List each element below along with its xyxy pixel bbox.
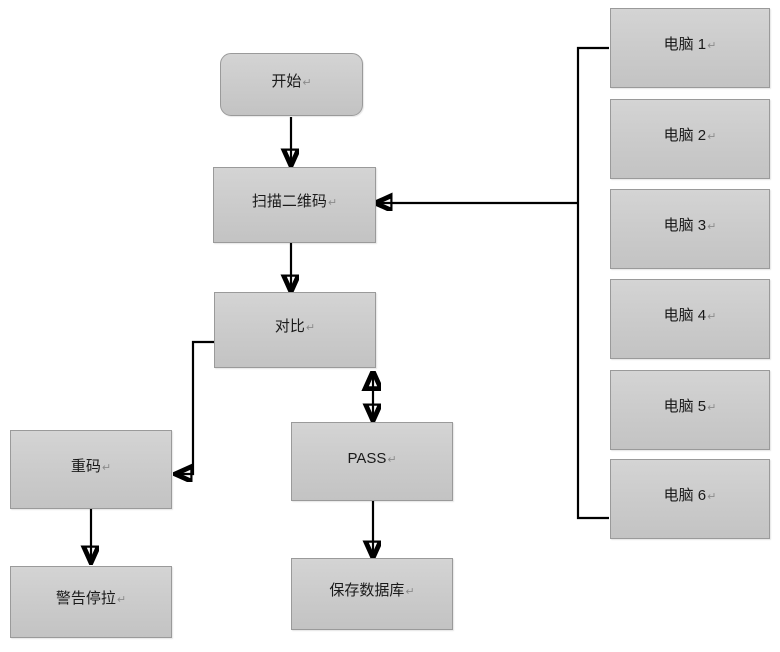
node-computer-5[interactable]: 电脑 5↵ [610,370,770,450]
pilcrow-mark: ↵ [327,197,338,209]
pilcrow-mark: ↵ [707,402,717,414]
pilcrow-mark: ↵ [707,491,717,503]
node-warn-stop-text: 警告停拉 [55,590,116,607]
node-computer-4[interactable]: 电脑 4↵ [610,279,770,359]
pilcrow-mark: ↵ [707,311,717,323]
node-pass[interactable]: PASS↵ [291,422,453,501]
node-pass-text: PASS [347,449,387,467]
node-computer-1-text: 电脑 1 [663,36,707,53]
pilcrow-mark: ↵ [116,594,127,606]
node-computer-2-text: 电脑 2 [663,127,707,144]
node-scan-qr-label: 扫描二维码↵ [252,193,337,211]
node-start[interactable]: 开始↵ [220,53,363,116]
node-computer-4-label: 电脑 4↵ [664,307,717,325]
node-save-database[interactable]: 保存数据库↵ [291,558,453,630]
node-computer-6-text: 电脑 6 [663,487,707,504]
node-save-database-text: 保存数据库 [329,582,405,599]
node-duplicate-code-text: 重码 [70,457,101,475]
node-start-text: 开始 [271,72,302,90]
pilcrow-mark: ↵ [707,221,717,233]
node-computer-5-text: 电脑 5 [663,398,707,415]
node-computer-3-text: 电脑 3 [663,217,707,234]
node-computer-1[interactable]: 电脑 1↵ [610,8,770,88]
node-computer-4-text: 电脑 4 [663,307,707,324]
node-duplicate-code-label: 重码↵ [71,458,111,476]
pilcrow-mark: ↵ [101,461,112,474]
node-computer-2-label: 电脑 2↵ [664,127,717,145]
node-computer-6-label: 电脑 6↵ [664,487,717,505]
node-warn-stop[interactable]: 警告停拉↵ [10,566,172,638]
pilcrow-mark: ↵ [405,586,415,598]
pilcrow-mark: ↵ [305,322,316,334]
node-computer-2[interactable]: 电脑 2↵ [610,99,770,179]
connector-compare-to-duplicate [176,340,214,474]
node-computer-3[interactable]: 电脑 3↵ [610,189,770,269]
node-compare-label: 对比↵ [275,318,315,336]
node-computer-3-label: 电脑 3↵ [664,217,717,235]
connector-computer-bus [576,46,609,520]
node-computer-6[interactable]: 电脑 6↵ [610,459,770,539]
node-duplicate-code[interactable]: 重码↵ [10,430,172,509]
node-save-database-label: 保存数据库↵ [329,582,414,600]
pilcrow-mark: ↵ [707,131,717,143]
node-compare[interactable]: 对比↵ [214,292,376,368]
node-scan-qr-text: 扫描二维码 [251,193,327,210]
node-computer-5-label: 电脑 5↵ [664,398,717,416]
pilcrow-mark: ↵ [387,453,397,466]
pilcrow-mark: ↵ [302,76,312,89]
pilcrow-mark: ↵ [707,40,717,52]
node-pass-label: PASS↵ [347,450,396,468]
node-compare-text: 对比 [274,318,305,335]
node-warn-stop-label: 警告停拉↵ [56,590,126,608]
node-scan-qr[interactable]: 扫描二维码↵ [213,167,376,243]
node-computer-1-label: 电脑 1↵ [664,36,717,54]
node-start-label: 开始↵ [271,73,311,91]
